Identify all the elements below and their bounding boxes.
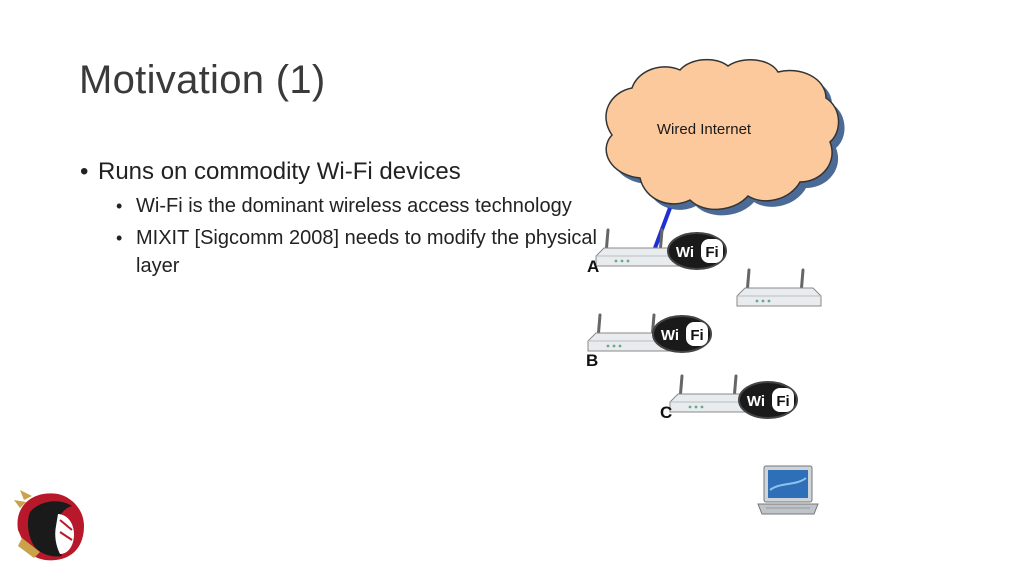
- sub-bullet-list: Wi-Fi is the dominant wireless access te…: [78, 192, 598, 280]
- node-label-b: B: [586, 351, 598, 370]
- cloud-label: Wired Internet: [657, 121, 752, 138]
- node-label-a: A: [587, 257, 599, 276]
- bullet-commodity-wifi: Runs on commodity Wi-Fi devices: [78, 156, 598, 188]
- wifi-logo-b-icon: Wi Fi: [652, 315, 712, 353]
- wifi-wi-text: Wi: [747, 393, 765, 410]
- wired-link: [653, 207, 672, 249]
- wifi-logo-c-icon: Wi Fi: [738, 381, 798, 419]
- sub-bullet-dominant: Wi-Fi is the dominant wireless access te…: [116, 192, 606, 220]
- laptop-icon: [757, 465, 819, 515]
- university-logo: [13, 490, 87, 561]
- wifi-logo-a-icon: Wi Fi: [667, 232, 727, 270]
- bullet-list: Runs on commodity Wi-Fi devices Wi-Fi is…: [78, 156, 598, 284]
- wifi-wi-text: Wi: [661, 327, 679, 344]
- sub-bullet-mixit: MIXIT [Sigcomm 2008] needs to modify the…: [116, 224, 606, 280]
- wifi-fi-text: Fi: [690, 327, 703, 344]
- router-right-icon: [735, 268, 823, 308]
- wifi-wi-text: Wi: [676, 244, 694, 261]
- wifi-fi-text: Fi: [705, 244, 718, 261]
- wifi-fi-text: Fi: [776, 393, 789, 410]
- cloud-wired-internet: [605, 58, 840, 211]
- slide-title: Motivation (1): [79, 58, 326, 102]
- node-label-c: C: [660, 403, 672, 422]
